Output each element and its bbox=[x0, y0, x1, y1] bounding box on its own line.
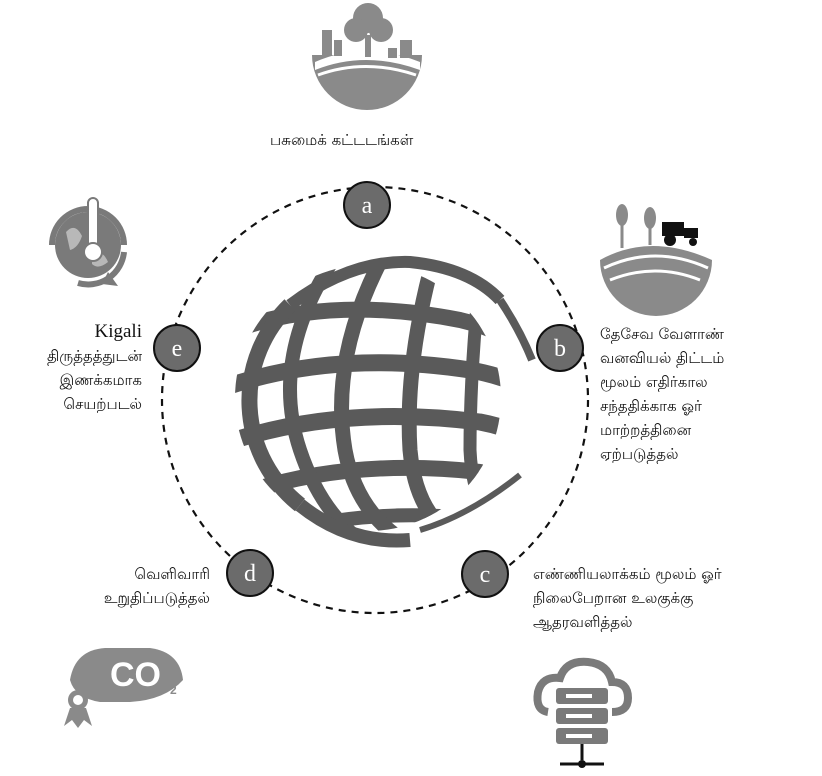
farm-tractor-icon bbox=[600, 204, 712, 316]
node-letter-e: e bbox=[172, 336, 183, 362]
label-e-line: இணக்கமாக bbox=[59, 371, 142, 389]
node-letter-c: c bbox=[480, 562, 491, 588]
node-c: c bbox=[461, 550, 509, 598]
label-b-line: மூலம் எதிர்கால bbox=[600, 373, 708, 391]
label-b-line: ஏற்படுத்தல் bbox=[600, 445, 679, 463]
city-park-icon bbox=[312, 3, 422, 110]
cloud-server-icon bbox=[533, 657, 633, 768]
node-letter-d: d bbox=[244, 561, 256, 587]
label-c-line: நிலைபேறான உலகுக்கு bbox=[533, 589, 694, 607]
globe-icon bbox=[235, 255, 536, 548]
node-a: a bbox=[343, 181, 391, 229]
label-d: வெளிவாரி உறுதிப்படுத்தல் bbox=[104, 562, 210, 610]
label-b-line: மாற்றத்தினை bbox=[600, 421, 692, 439]
label-d-line: உறுதிப்படுத்தல் bbox=[103, 589, 210, 607]
label-e: Kigali திருத்தத்துடன் இணக்கமாக செயற்படல் bbox=[47, 320, 142, 416]
node-e: e bbox=[153, 324, 201, 372]
node-b: b bbox=[536, 324, 584, 372]
label-a: பசுமைக் கட்டடங்கள் bbox=[270, 128, 413, 152]
label-e-line: செயற்படல் bbox=[63, 395, 142, 413]
svg-text:2: 2 bbox=[170, 683, 177, 697]
label-b: தேசேவ வேளாண் வனவியல் திட்டம் மூலம் எதிர்… bbox=[600, 322, 724, 466]
label-c-line: எண்ணியலாக்கம் மூலம் ஓர் bbox=[533, 565, 722, 583]
label-e-line: திருத்தத்துடன் bbox=[47, 347, 142, 365]
label-c-line: ஆதரவளித்தல் bbox=[533, 613, 633, 631]
node-d: d bbox=[226, 549, 274, 597]
label-e-line: Kigali bbox=[94, 321, 143, 342]
label-b-line: சந்ததிக்காக ஓர் bbox=[600, 397, 702, 415]
globe-thermometer-icon bbox=[49, 197, 127, 288]
svg-text:CO: CO bbox=[110, 656, 161, 694]
label-b-line: வனவியல் திட்டம் bbox=[600, 349, 725, 367]
node-letter-a: a bbox=[362, 193, 373, 219]
dashed-ring bbox=[160, 185, 590, 615]
label-b-line: தேசேவ வேளாண் bbox=[600, 325, 724, 343]
co2-badge-icon: CO 2 bbox=[64, 648, 183, 728]
label-a-line: பசுமைக் கட்டடங்கள் bbox=[270, 131, 414, 149]
node-letter-b: b bbox=[554, 336, 566, 362]
label-c: எண்ணியலாக்கம் மூலம் ஓர் நிலைபேறான உலகுக்… bbox=[533, 562, 722, 634]
label-d-line: வெளிவாரி bbox=[134, 565, 210, 583]
